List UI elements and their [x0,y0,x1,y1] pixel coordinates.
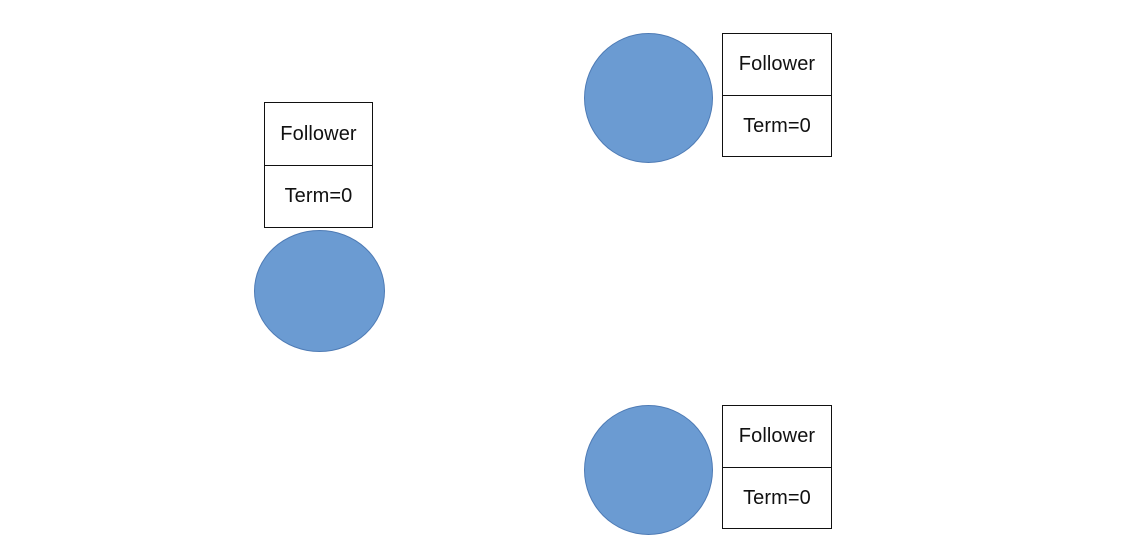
node-1-term-label: Term=0 [284,185,353,208]
node-2-role-label: Follower [723,34,831,96]
node-2-term-label: Term=0 [743,114,811,137]
node-3-state-box: Follower Term=0 [722,405,832,529]
node-2-circle-icon[interactable] [584,33,713,163]
node-3-role-label: Follower [723,406,831,468]
node-1-role-label: Follower [265,103,372,166]
node-3-circle-icon[interactable] [584,405,713,535]
node-2-state-box: Follower Term=0 [722,33,832,157]
node-3-term-label: Term=0 [743,486,811,509]
node-1-state-box: Follower Term=0 [264,102,373,228]
node-1-circle-icon[interactable] [254,230,385,352]
